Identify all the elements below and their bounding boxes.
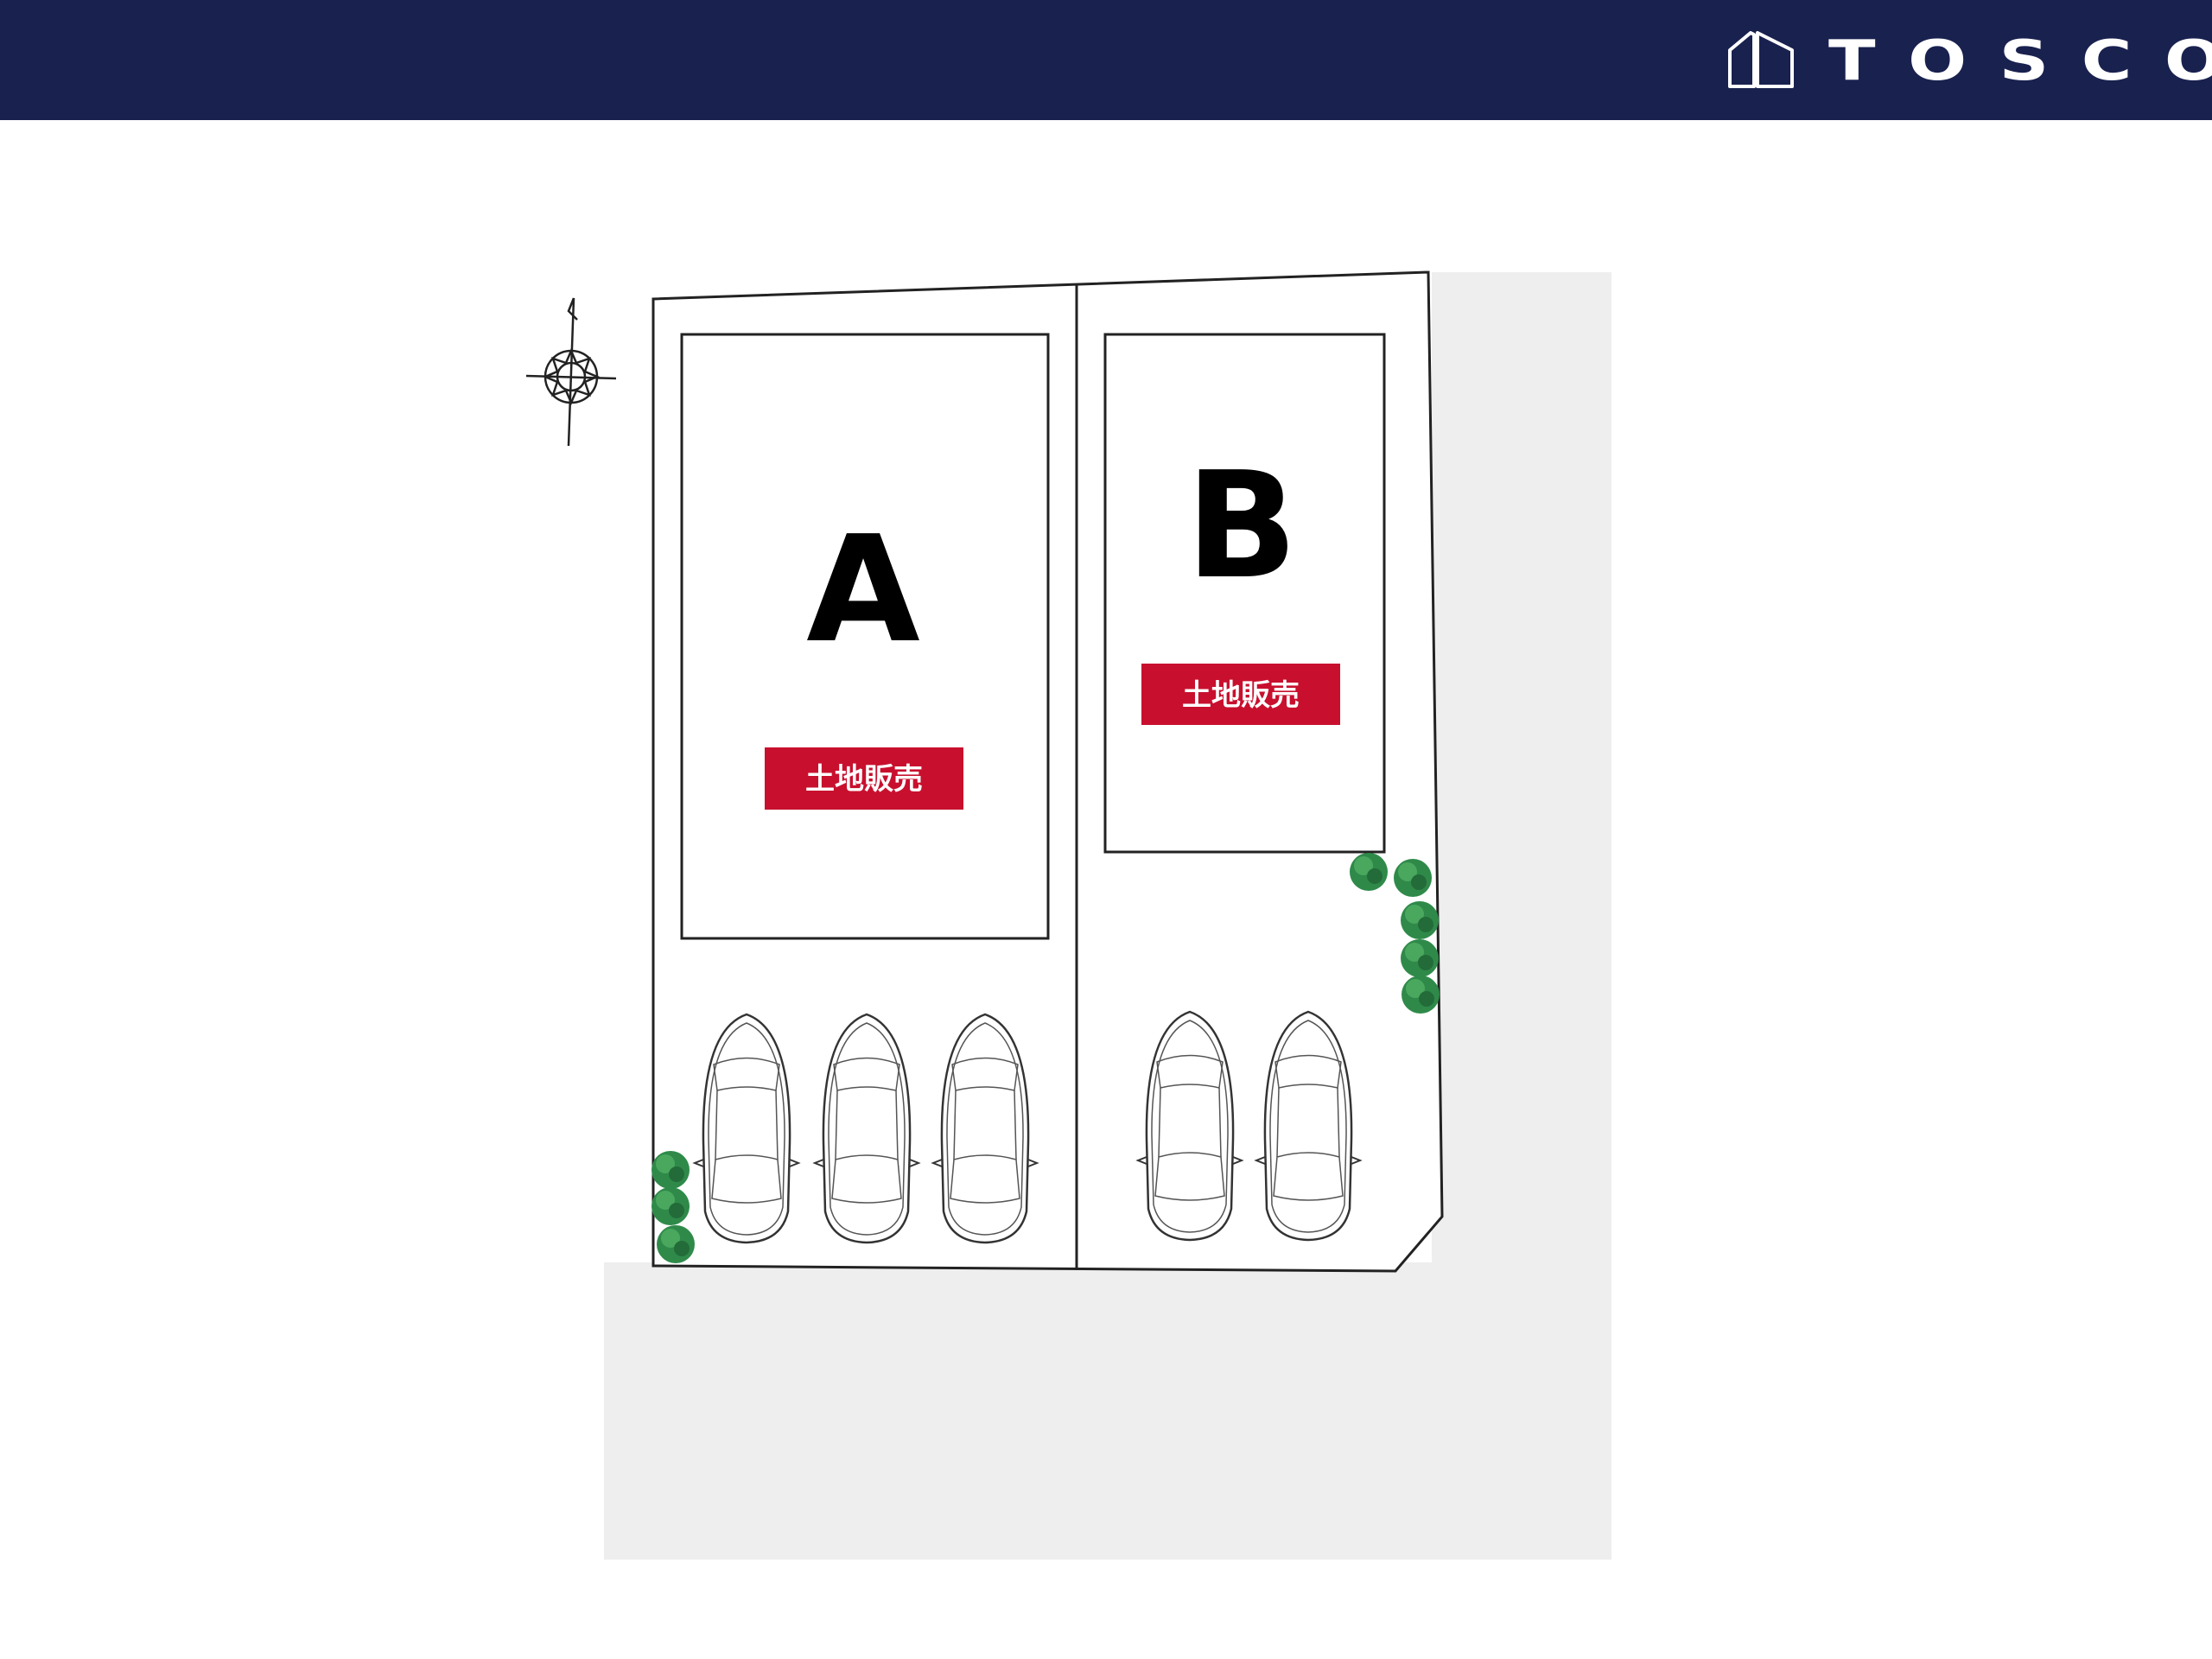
tree bbox=[652, 1187, 690, 1225]
lot-b-sale-label[interactable]: 土地販売 bbox=[1141, 664, 1340, 725]
header-bar: TOSCO bbox=[0, 0, 2212, 120]
tree bbox=[652, 1151, 690, 1189]
tree bbox=[1402, 976, 1440, 1014]
tree bbox=[657, 1225, 695, 1263]
tree bbox=[1401, 939, 1439, 977]
lot-a-sale-text: 土地販売 bbox=[805, 762, 923, 797]
lot-b-building-area[interactable] bbox=[1103, 333, 1386, 854]
lot-b-letter: B bbox=[1185, 441, 1298, 612]
brand-logo[interactable]: TOSCO bbox=[1726, 31, 2212, 92]
north-arrow-compass-icon bbox=[525, 297, 617, 447]
brand-name: TOSCO bbox=[1828, 29, 2212, 93]
tree bbox=[1350, 853, 1388, 891]
tree bbox=[1394, 859, 1432, 897]
lot-a-letter: A bbox=[806, 505, 920, 676]
lot-a-building-area[interactable] bbox=[680, 333, 1050, 940]
road-south bbox=[604, 1262, 1611, 1560]
lot-a-sale-label[interactable]: 土地販売 bbox=[765, 747, 963, 810]
lot-b-sale-text: 土地販売 bbox=[1182, 678, 1300, 713]
house-outline-icon bbox=[1728, 31, 1794, 88]
tree bbox=[1401, 901, 1439, 939]
